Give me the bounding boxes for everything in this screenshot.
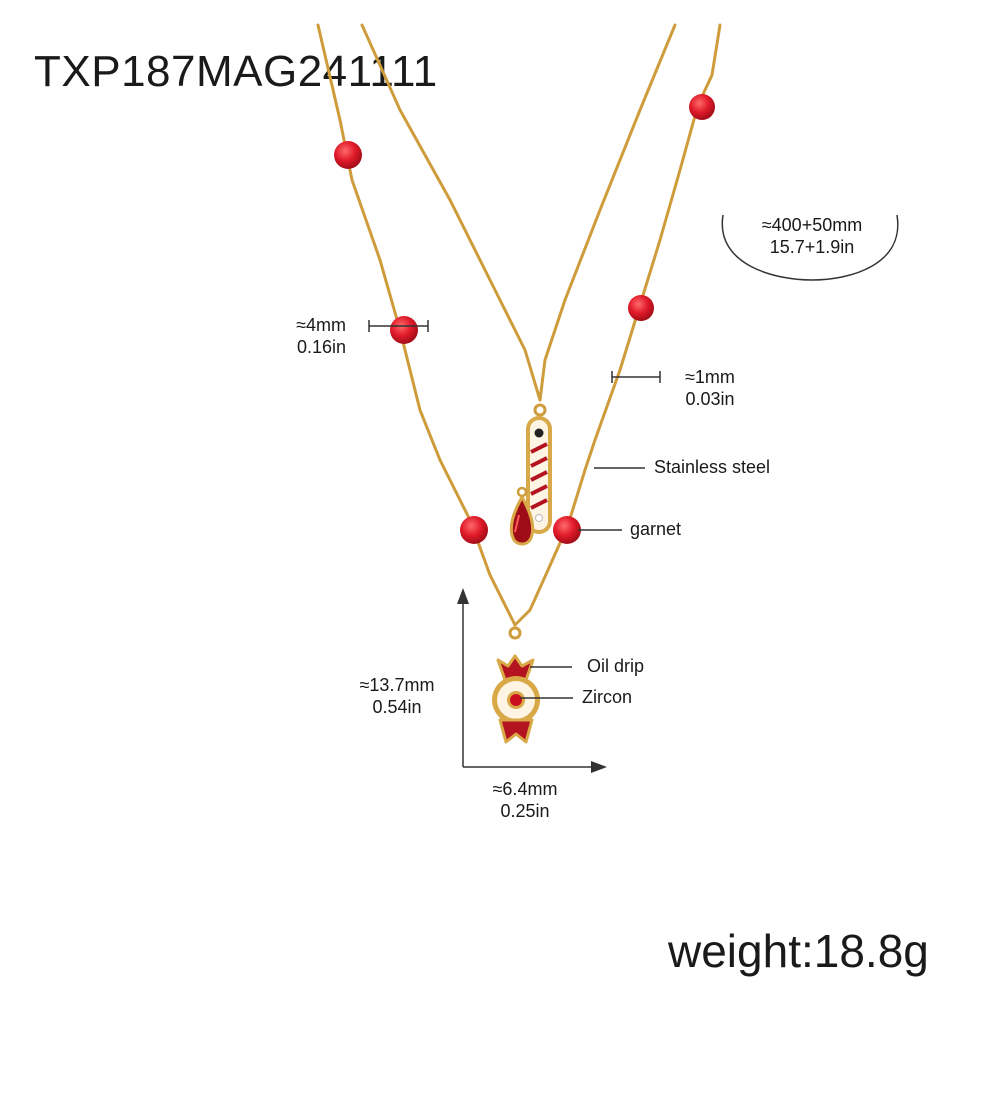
- bead-size-label: ≈4mm 0.16in: [250, 315, 346, 358]
- drop-pendant: [509, 486, 535, 546]
- material-stone-label: Zircon: [582, 687, 633, 707]
- bead: [460, 516, 488, 544]
- bead-size-indicator: [368, 320, 429, 332]
- bead: [334, 141, 362, 169]
- chain-length-imperial: 15.7+1.9in: [769, 236, 855, 257]
- bead-group: [334, 94, 715, 544]
- bead: [628, 295, 654, 321]
- pendant-width-metric: ≈6.4mm: [492, 779, 558, 799]
- pendant-width-label: ≈6.4mm 0.25in: [468, 779, 582, 822]
- bead-size-metric: ≈4mm: [296, 315, 346, 335]
- length-arc: [721, 214, 899, 281]
- chain-width-metric: ≈1mm: [685, 367, 735, 387]
- bead: [689, 94, 715, 120]
- material-enamel-label: Oil drip: [587, 656, 645, 676]
- material-bead-label: garnet: [630, 519, 682, 539]
- chain-width-imperial: 0.03in: [685, 388, 735, 409]
- pendant-height-imperial: 0.54in: [372, 696, 422, 717]
- leader-lines: [520, 467, 645, 699]
- pendant-dimension-axes: [457, 588, 607, 773]
- candy-cane-pendant: [526, 403, 552, 534]
- chain-width-indicator: [611, 371, 661, 383]
- weight-label: weight:18.8g: [668, 925, 929, 977]
- bead-size-imperial: 0.16in: [296, 336, 346, 357]
- candy-pendant: [492, 626, 540, 744]
- chain-length-metric: ≈400+50mm: [761, 215, 863, 235]
- chain-length-label: ≈400+50mm 15.7+1.9in: [732, 215, 892, 258]
- inner-chain: [360, 23, 677, 402]
- pendant-height-metric: ≈13.7mm: [359, 675, 435, 695]
- pendant-height-label: ≈13.7mm 0.54in: [338, 675, 456, 718]
- material-chain-label: Stainless steel: [654, 457, 771, 477]
- pendant-width-imperial: 0.25in: [500, 800, 550, 821]
- bead: [390, 316, 418, 344]
- bead: [553, 516, 581, 544]
- chain-width-label: ≈1mm 0.03in: [668, 367, 752, 410]
- product-code: TXP187MAG241111: [34, 47, 438, 96]
